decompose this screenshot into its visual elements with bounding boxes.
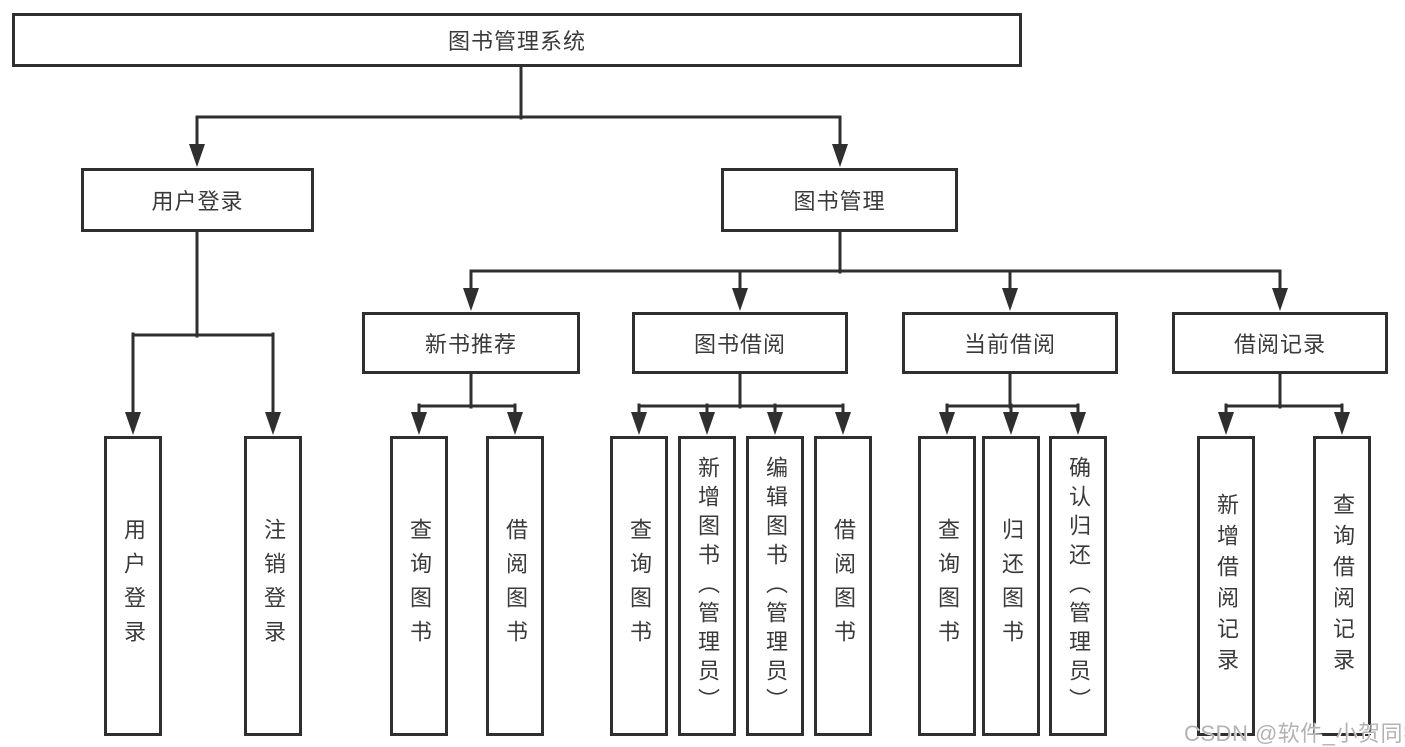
leaf-edit-book-admin: 编辑图书（管理员） [746, 436, 804, 736]
node-borrowing-records: 借阅记录 [1172, 312, 1388, 374]
node-label: 查询图书 [627, 518, 652, 654]
node-label: 新增借阅记录 [1214, 493, 1239, 679]
node-library-management-system: 图书管理系统 [12, 13, 1022, 67]
leaf-query-book-recommend: 查询图书 [390, 436, 448, 736]
node-label: 查询借阅记录 [1330, 493, 1355, 679]
leaf-query-borrow-record: 查询借阅记录 [1313, 436, 1371, 736]
leaf-borrow-book: 借阅图书 [814, 436, 872, 736]
leaf-confirm-return-admin: 确认归还（管理员） [1049, 436, 1107, 736]
leaf-user-login: 用户登录 [104, 436, 162, 736]
node-label: 借阅记录 [1233, 332, 1326, 357]
node-label: 新书推荐 [424, 332, 517, 357]
node-current-borrowing: 当前借阅 [902, 312, 1118, 374]
node-label: 当前借阅 [963, 332, 1056, 357]
node-label: 新增图书（管理员） [695, 455, 720, 717]
node-label: 图书借阅 [693, 332, 786, 357]
node-label: 归还图书 [999, 518, 1024, 654]
leaf-logout: 注销登录 [244, 436, 302, 736]
node-new-book-recommendation: 新书推荐 [362, 312, 580, 374]
leaf-return-book: 归还图书 [982, 436, 1040, 736]
node-label: 注销登录 [261, 518, 286, 654]
node-label: 借阅图书 [503, 518, 528, 654]
node-label: 确认归还（管理员） [1066, 455, 1091, 717]
node-label: 图书管理系统 [447, 29, 586, 54]
node-label: 用户登录 [121, 518, 146, 654]
node-label: 借阅图书 [831, 518, 856, 654]
leaf-query-book-borrowing: 查询图书 [610, 436, 668, 736]
node-label: 查询图书 [935, 518, 960, 654]
node-label: 编辑图书（管理员） [763, 455, 788, 717]
node-label: 图书管理 [793, 189, 886, 214]
node-label: 查询图书 [407, 518, 432, 654]
node-book-management: 图书管理 [721, 168, 958, 232]
watermark: CSDN @软件_小贺同学 [1184, 721, 1405, 746]
leaf-add-book-admin: 新增图书（管理员） [678, 436, 736, 736]
leaf-query-book-current: 查询图书 [918, 436, 976, 736]
leaf-add-borrow-record: 新增借阅记录 [1197, 436, 1255, 736]
node-label: 用户登录 [151, 189, 244, 214]
node-book-borrowing: 图书借阅 [632, 312, 848, 374]
node-user-login: 用户登录 [81, 168, 314, 232]
leaf-borrow-book-recommend: 借阅图书 [486, 436, 544, 736]
